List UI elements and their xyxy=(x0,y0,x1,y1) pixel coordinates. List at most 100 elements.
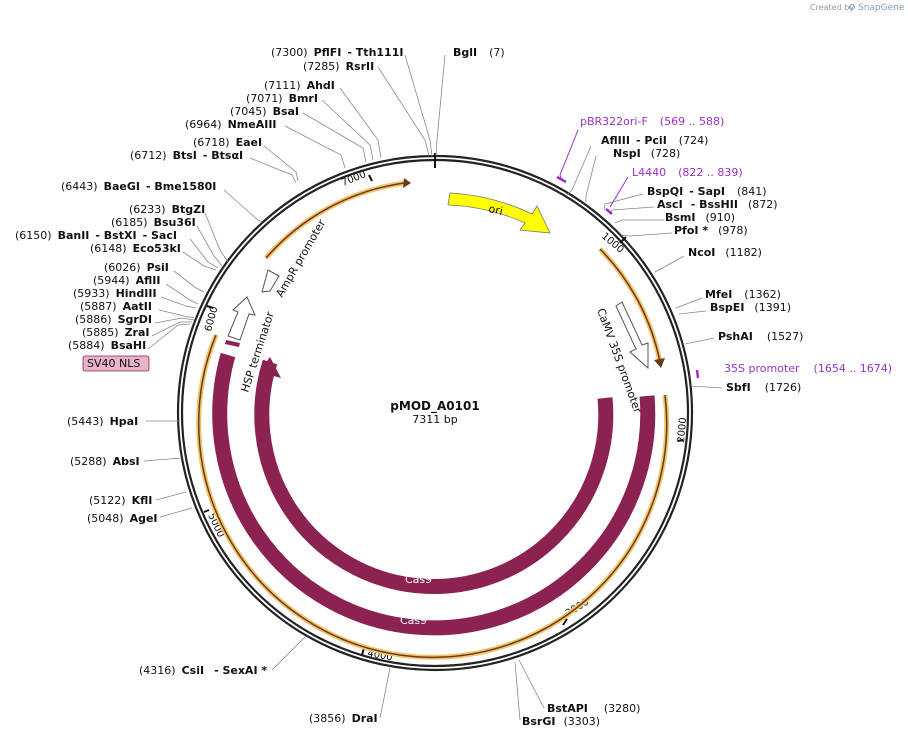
orf-arc-main-line xyxy=(197,334,668,659)
site-pshai[interactable]: PshAI (1527) xyxy=(718,330,803,343)
tick-6000 xyxy=(206,305,214,309)
site-bspqi-pos: (841) xyxy=(737,185,767,198)
leader-mfei xyxy=(675,297,703,309)
site-bspqi[interactable]: BspQI- SapI(841) xyxy=(647,185,767,198)
site-bsu36i[interactable]: (6185)Bsu36I xyxy=(111,216,196,229)
site-bsrgi[interactable]: BsrGI(3303) xyxy=(522,715,600,728)
cas9-inner-arrowhead xyxy=(259,357,281,378)
site-bsmi[interactable]: BsmI(910) xyxy=(665,211,735,224)
site-csii-pos: (4316) xyxy=(139,664,176,677)
site-ahdi[interactable]: (7111) AhdI xyxy=(264,79,335,92)
site-pshai-pos: (1527) xyxy=(767,330,804,343)
snapgene-logo-icon xyxy=(849,4,855,10)
site-absi[interactable]: (5288)AbsI xyxy=(70,455,140,468)
tick-2000 xyxy=(677,439,684,442)
site-pflfi-pos: (7300) xyxy=(271,46,308,59)
site-drai[interactable]: (3856)DraI xyxy=(309,712,378,725)
cas9-inner-label: Cas9 xyxy=(405,573,432,586)
plasmid-length: 7311 bp xyxy=(412,413,457,426)
site-afliii-name: AflIII xyxy=(601,134,630,147)
site-rsrii[interactable]: (7285)RsrII xyxy=(303,60,374,73)
site-csii-name: CsiI xyxy=(182,664,204,677)
sv40-nls-box[interactable]: SV40 NLS xyxy=(82,355,150,372)
site-eco53ki[interactable]: (6148)Eco53kI xyxy=(90,242,181,255)
site-ncoi-pos: (1182) xyxy=(725,246,762,259)
site-afliii-pos: (724) xyxy=(679,134,709,147)
primer-35s-promoter-range: (1654 .. 1674) xyxy=(814,362,893,375)
site-bsahi[interactable]: (5884)BsaHI xyxy=(68,339,146,352)
site-sbfi[interactable]: SbfI(1726) xyxy=(726,381,801,394)
leader-bsrgi xyxy=(514,661,521,721)
site-csii[interactable]: (4316)CsiI- SexAI * xyxy=(139,664,267,677)
sv40-nls-label: SV40 NLS xyxy=(87,357,140,370)
orf-arc-top-left-line xyxy=(265,182,405,259)
site-banii-name2: - BstXI xyxy=(95,229,136,242)
tick-marks xyxy=(203,174,684,656)
site-hpai[interactable]: (5443)HpaI xyxy=(67,415,138,428)
site-bmri[interactable]: (7071)BmrI xyxy=(246,92,318,105)
site-banii[interactable]: (6150)BanII- BstXI- SacI xyxy=(15,229,177,242)
site-eaei[interactable]: (6718)EaeI xyxy=(193,136,262,149)
site-sgrdi-name: SgrDI xyxy=(118,313,152,326)
site-aatii-name: AatII xyxy=(123,300,152,313)
site-btsi-name2: - BtsαI xyxy=(203,149,243,162)
site-bgli[interactable]: BglI(7) xyxy=(453,46,505,59)
site-bsmi-pos: (910) xyxy=(706,211,736,224)
site-btsi[interactable]: (6712)BtsI- BtsαI xyxy=(130,149,243,162)
leader-nspi xyxy=(585,155,597,202)
leader-bgli xyxy=(435,54,446,157)
site-btgzi[interactable]: (6233)BtgZI xyxy=(129,203,205,216)
site-bstapi[interactable]: BstAPI(3280) xyxy=(547,702,640,715)
primer-mark-35s-promoter xyxy=(695,369,700,379)
orf-arrow-right xyxy=(654,358,665,368)
site-kfli[interactable]: (5122)KflI xyxy=(89,494,152,507)
site-hindiii[interactable]: (5933)HindIII xyxy=(73,287,157,300)
leader-bspei xyxy=(678,310,707,315)
leader-afliii xyxy=(565,145,592,197)
primer-35s-promoter[interactable]: 35S promoter(1654 .. 1674) xyxy=(724,362,892,375)
orf-arcs xyxy=(196,178,670,660)
site-bspqi-name2: - SapI xyxy=(689,185,725,198)
site-sgrdi[interactable]: (5886) SgrDI xyxy=(75,313,152,326)
leader-absi xyxy=(143,457,183,462)
site-psii[interactable]: (6026)PsiI xyxy=(104,261,169,274)
site-ahdi-name: AhdI xyxy=(307,79,335,92)
primer-l4440[interactable]: L4440(822 .. 839) xyxy=(632,166,743,179)
site-mfei[interactable]: MfeI(1362) xyxy=(705,288,781,301)
site-btsi-pos: (6712) xyxy=(130,149,167,162)
primer-pbr322ori-f[interactable]: pBR322ori-F(569 .. 588) xyxy=(580,115,724,128)
site-zrai-pos: (5885) xyxy=(82,326,119,339)
site-zrai[interactable]: (5885)ZraI xyxy=(82,326,150,339)
site-aatii[interactable]: (5887)AatII xyxy=(80,300,152,313)
leader-eco53ki xyxy=(182,251,217,271)
site-sgrdi-pos: (5886) xyxy=(75,313,112,326)
site-ahdi-pos: (7111) xyxy=(264,79,301,92)
tick-label-6000: 6000 xyxy=(203,305,220,332)
site-pflfi[interactable]: (7300)PflFI- Tth111I xyxy=(271,46,403,59)
site-mfei-pos: (1362) xyxy=(744,288,781,301)
site-pshai-name: PshAI xyxy=(718,330,753,343)
site-eco53ki-pos: (6148) xyxy=(90,242,127,255)
site-pfoi[interactable]: PfoI *(978) xyxy=(674,224,748,237)
site-baegi[interactable]: (6443)BaeGI- Bme1580I xyxy=(61,180,216,193)
leader-hindiii xyxy=(160,296,197,309)
site-aflii[interactable]: (5944)AflII xyxy=(93,274,160,287)
site-agei[interactable]: (5048)AgeI xyxy=(87,512,158,525)
site-afliii[interactable]: AflIII- PciI(724) xyxy=(601,134,708,147)
site-psii-name: PsiI xyxy=(147,261,169,274)
site-bspei-name: BspEI xyxy=(710,301,744,314)
site-nmeaiii[interactable]: (6964)NmeAIII xyxy=(185,118,277,131)
site-bsai[interactable]: (7045)BsaI xyxy=(230,105,299,118)
site-ncoi[interactable]: NcoI(1182) xyxy=(688,246,762,259)
site-bsahi-pos: (5884) xyxy=(68,339,105,352)
site-drai-name: DraI xyxy=(352,712,378,725)
site-nspi[interactable]: NspI(728) xyxy=(613,147,680,160)
site-asci[interactable]: AscI- BssHII(872) xyxy=(657,198,778,211)
site-bspei[interactable]: BspEI(1391) xyxy=(710,301,791,314)
site-bsu36i-name: Bsu36I xyxy=(154,216,196,229)
credit-brand: SnapGene xyxy=(858,3,905,13)
ampr-promoter-feature xyxy=(261,269,280,293)
leader-agei xyxy=(159,507,193,518)
leader-nmeaiii xyxy=(284,125,346,169)
site-sbfi-pos: (1726) xyxy=(765,381,802,394)
